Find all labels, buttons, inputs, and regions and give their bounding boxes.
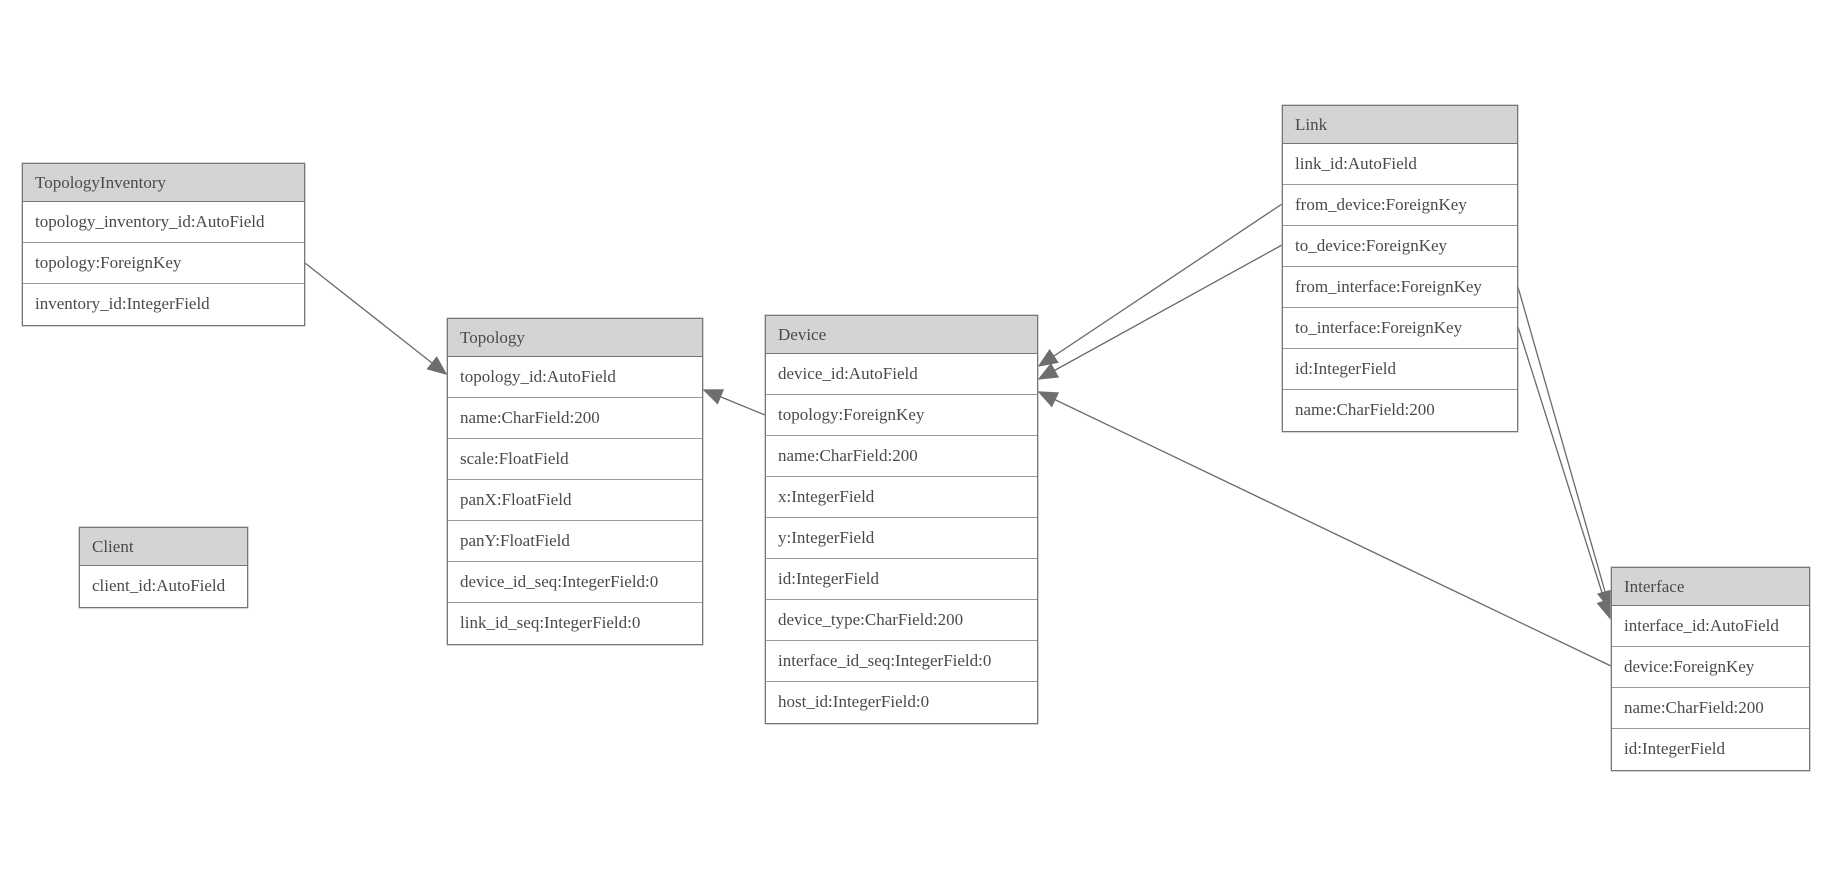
table-title: TopologyInventory (23, 164, 304, 202)
table-title: Device (766, 316, 1037, 354)
field-row: inventory_id:IntegerField (23, 284, 304, 325)
field-row: client_id:AutoField (80, 566, 247, 607)
field-row: name:CharField:200 (1283, 390, 1517, 431)
field-row: panY:FloatField (448, 521, 702, 562)
edge-link-frominterface-interface (1517, 286, 1613, 611)
field-row: topology:ForeignKey (766, 395, 1037, 436)
edge-link-todevice-device (1037, 244, 1283, 380)
table-title: Interface (1612, 568, 1809, 606)
table-title: Topology (448, 319, 702, 357)
table-title: Link (1283, 106, 1517, 144)
field-row: id:IntegerField (1283, 349, 1517, 390)
edge-interface-device (1037, 391, 1612, 667)
field-row: interface_id_seq:IntegerField:0 (766, 641, 1037, 682)
field-row: to_interface:ForeignKey (1283, 308, 1517, 349)
field-row: to_device:ForeignKey (1283, 226, 1517, 267)
field-row: scale:FloatField (448, 439, 702, 480)
field-row: name:CharField:200 (766, 436, 1037, 477)
edge-link-tointerface-interface (1517, 326, 1613, 620)
field-row: device:ForeignKey (1612, 647, 1809, 688)
field-row: device_id:AutoField (766, 354, 1037, 395)
field-row: link_id_seq:IntegerField:0 (448, 603, 702, 644)
field-row: x:IntegerField (766, 477, 1037, 518)
field-row: id:IntegerField (766, 559, 1037, 600)
field-row: from_interface:ForeignKey (1283, 267, 1517, 308)
field-row: topology_inventory_id:AutoField (23, 202, 304, 243)
edge-topologyinventory-topology (304, 262, 448, 376)
field-row: from_device:ForeignKey (1283, 185, 1517, 226)
field-row: name:CharField:200 (448, 398, 702, 439)
field-row: device_id_seq:IntegerField:0 (448, 562, 702, 603)
field-row: panX:FloatField (448, 480, 702, 521)
field-row: link_id:AutoField (1283, 144, 1517, 185)
field-row: host_id:IntegerField:0 (766, 682, 1037, 723)
field-row: topology:ForeignKey (23, 243, 304, 284)
field-row: interface_id:AutoField (1612, 606, 1809, 647)
edge-link-fromdevice-device (1037, 203, 1283, 367)
table-title: Client (80, 528, 247, 566)
field-row: topology_id:AutoField (448, 357, 702, 398)
edge-device-topology (702, 389, 766, 416)
field-row: id:IntegerField (1612, 729, 1809, 770)
field-row: name:CharField:200 (1612, 688, 1809, 729)
field-row: y:IntegerField (766, 518, 1037, 559)
field-row: device_type:CharField:200 (766, 600, 1037, 641)
